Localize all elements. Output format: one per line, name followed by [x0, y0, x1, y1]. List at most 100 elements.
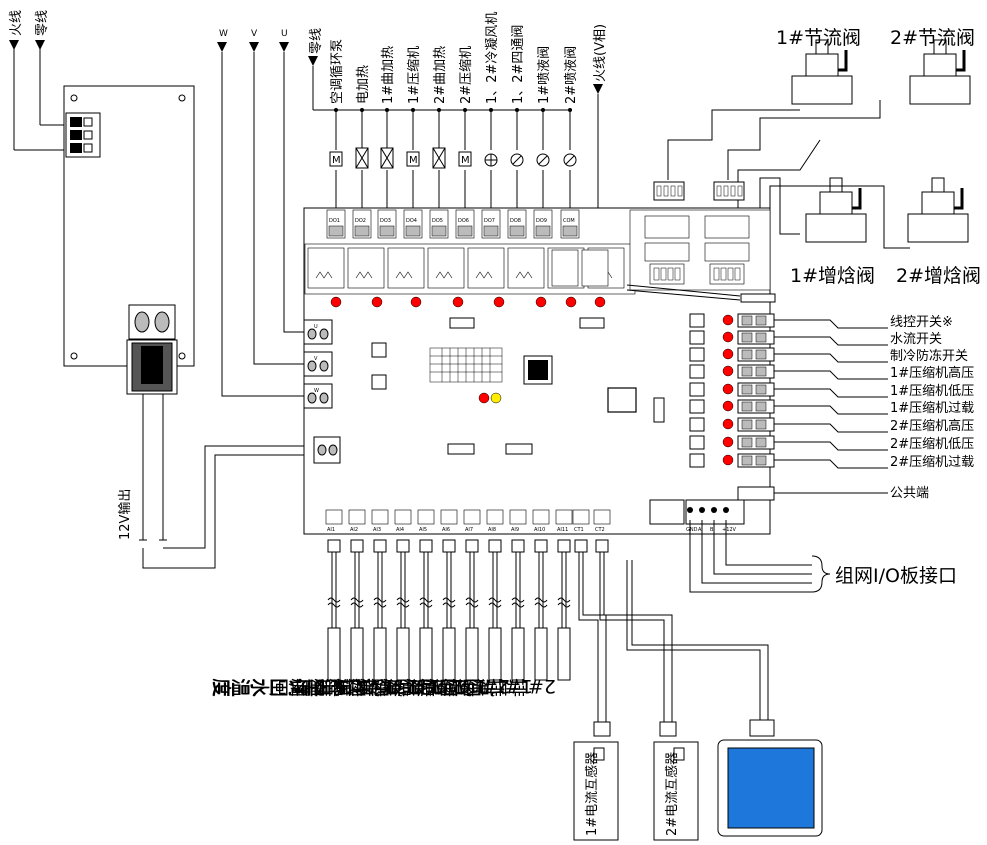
sensor-4: 1#翅片温度 — [291, 552, 410, 697]
relay-do2: DO2 — [352, 209, 372, 239]
wire-break — [419, 597, 433, 608]
ai-terminal — [593, 509, 611, 525]
input-led — [722, 383, 734, 395]
load-label: 电加热 — [356, 65, 371, 104]
sensor-label: 环境温度 — [296, 675, 372, 697]
relay-led — [410, 296, 422, 308]
relay-screw — [405, 225, 421, 237]
connector-pin — [677, 185, 683, 197]
input-screw — [755, 349, 767, 360]
ct-wire — [582, 552, 607, 722]
ai-code: AI5 — [419, 527, 427, 533]
ai-plug — [350, 539, 364, 553]
controller-screen — [727, 747, 815, 829]
wire-break — [488, 597, 502, 608]
input-screw — [741, 419, 753, 430]
sensor-probe — [373, 627, 387, 681]
input-left-pin — [689, 330, 705, 345]
phase-u-label: U — [281, 29, 288, 39]
input-wire — [774, 388, 888, 398]
relay-do4: DO4 — [403, 209, 423, 239]
valve-slash — [538, 155, 548, 165]
sensor-2: ※空调回水温度 — [213, 552, 364, 697]
ai-terminal — [371, 509, 389, 525]
sensor-1: 空调出水温度 — [212, 552, 341, 697]
sensor-label: 1#排气温度 — [429, 675, 533, 697]
ai-code: AI8 — [488, 527, 496, 533]
input-label: 1#压缩机过载 — [890, 400, 974, 416]
relay-coil — [315, 271, 333, 279]
top-load-wiring: 零线 火线(V相) — [308, 24, 608, 210]
connector-pin — [737, 185, 743, 197]
relay-do9: DO9 — [533, 209, 553, 239]
ai-code: CT2 — [595, 527, 605, 533]
relay-led-row — [330, 296, 606, 308]
input-wire — [774, 405, 888, 415]
terminal-screw — [307, 392, 317, 404]
valve-body — [805, 213, 867, 243]
ai-code: AI3 — [373, 527, 381, 533]
valve-label: 2#增焓阀 — [896, 265, 981, 287]
sensor-probe — [350, 627, 364, 681]
sensor-label: 2#翅片温度 — [314, 675, 418, 697]
relay-body — [347, 247, 385, 289]
input-left-pin — [689, 382, 705, 397]
load-10: 2#喷液阀 — [563, 46, 579, 210]
valve-stem — [931, 177, 945, 193]
enthalpy-valve-2: 2#增焓阀 — [896, 177, 981, 287]
wire-break — [442, 597, 456, 608]
ai-terminal — [394, 509, 412, 525]
input-screw — [755, 401, 767, 412]
digital-input-terminals — [689, 313, 775, 501]
relay-do8: DO8 — [507, 209, 527, 239]
load-label: 2#曲加热 — [433, 46, 448, 104]
input-wire — [774, 459, 888, 469]
phase-v-label: V — [251, 29, 258, 39]
input-led — [722, 331, 734, 343]
relay-screw — [431, 225, 447, 237]
ai-plug — [488, 539, 502, 553]
input-screw — [755, 455, 767, 466]
valve-coil — [921, 191, 955, 215]
input-label: 2#压缩机低压 — [890, 436, 974, 452]
load-9: 1#喷液阀 — [536, 46, 552, 210]
input-screw — [741, 455, 753, 466]
input-left-pin — [689, 313, 705, 328]
input-screw — [741, 349, 753, 360]
valve-slash — [565, 155, 575, 165]
ai-code: AI7 — [465, 527, 473, 533]
input-left-pin — [689, 347, 705, 362]
wire-break — [396, 597, 410, 608]
input-labels: 线控开关※水流开关制冷防冻开关1#压缩机高压1#压缩机低压1#压缩机过载2#压缩… — [774, 315, 974, 501]
input-screw — [755, 437, 767, 448]
phase-w-label: W — [219, 29, 228, 39]
valve-pipe — [838, 50, 848, 72]
relay-screw — [483, 225, 499, 237]
ai-plug — [327, 539, 341, 553]
terminal-screw — [319, 328, 329, 340]
sensor-probe — [327, 627, 341, 681]
ai-terminal — [348, 509, 366, 525]
io-pin-label: +12V — [722, 527, 737, 533]
relay-led — [535, 296, 547, 308]
wire-break — [373, 597, 387, 608]
load-label: 1#曲加热 — [381, 46, 396, 104]
relay-body — [507, 247, 545, 289]
valve-label: 1#节流阀 — [776, 27, 861, 49]
valve-coil — [923, 53, 957, 77]
load-5: 2#曲加热 — [432, 46, 448, 210]
ai-code: AI10 — [534, 527, 545, 533]
connector-pin — [656, 185, 662, 197]
ai-plug — [534, 539, 548, 553]
relay-code: DO3 — [380, 218, 391, 224]
ai-code: AI4 — [396, 527, 404, 533]
valve-wire — [769, 185, 910, 249]
sensor-3: 环境温度 — [296, 552, 387, 697]
three-phase-input: W V U — [217, 29, 304, 397]
valve-wire — [759, 177, 800, 235]
terminal-screw — [307, 328, 317, 340]
sensor-probe — [465, 627, 479, 681]
motor-terminal-label: U — [314, 324, 318, 330]
